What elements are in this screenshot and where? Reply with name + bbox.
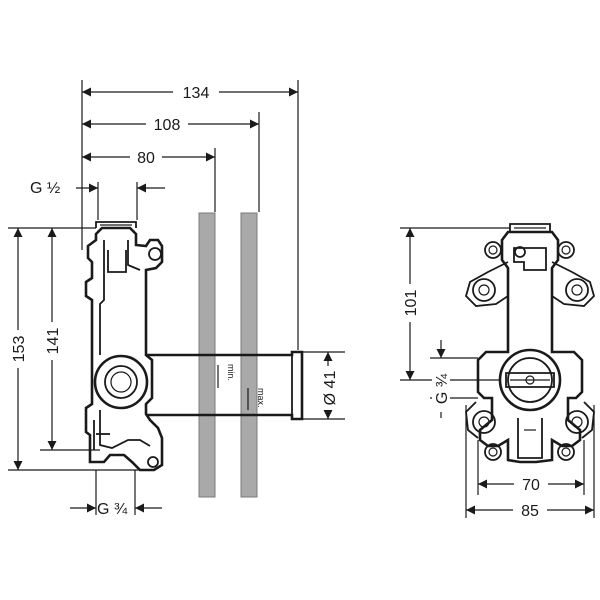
front-valve-circle-inner <box>507 357 553 403</box>
g-three-quarter-bottom-label: G ¾ <box>97 501 128 518</box>
g-three-quarter-right-label: G ¾ <box>434 373 451 404</box>
min-label: min. <box>226 364 236 381</box>
valve-body-side <box>84 226 164 472</box>
dia41-label: Ø 41 <box>322 371 339 406</box>
max-label: max. <box>256 388 266 408</box>
dim-141-label: 141 <box>45 328 62 355</box>
outlet-circle-outer <box>93 354 149 410</box>
outlet-circle-inner <box>104 365 138 399</box>
pipe <box>146 350 304 421</box>
dim-101-label: 101 <box>403 290 420 317</box>
dim-70-label: 70 <box>522 477 540 494</box>
valve-body-front <box>476 230 584 464</box>
g-half-label: G ½ <box>30 180 60 197</box>
front-view: 101 G ¾ 70 85 <box>400 223 596 520</box>
dim-108-label: 108 <box>154 117 181 134</box>
side-view: min. max. 134 108 80 G ½ 153 141 <box>8 80 345 518</box>
dim-80-label: 80 <box>137 150 155 167</box>
dim-134-label: 134 <box>183 85 210 102</box>
top-thread <box>95 221 137 228</box>
dim-153-label: 153 <box>11 336 28 363</box>
dim-85-label: 85 <box>521 503 539 520</box>
